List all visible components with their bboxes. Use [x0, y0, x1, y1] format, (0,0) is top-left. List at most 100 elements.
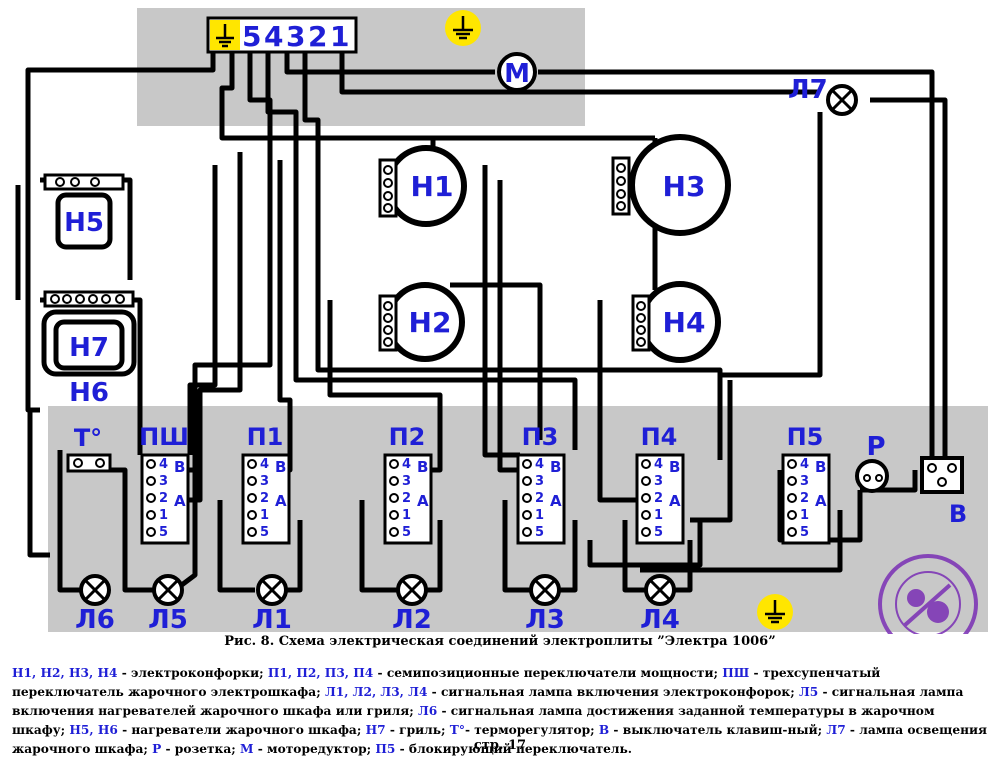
switch-pin-number: 4	[535, 457, 544, 472]
legend-text: - сигнальная лампа достижения заданной т…	[12, 704, 935, 737]
lamp-label: Л4	[640, 605, 680, 634]
switch-contact-b: В	[417, 458, 428, 476]
legend-text: - сигнальная лампа включения нагревателе…	[12, 685, 964, 718]
legend-text: - терморегулятор;	[464, 723, 599, 737]
terminal-pin-1: 1	[330, 20, 349, 53]
switch-pin	[641, 510, 651, 520]
switch-pin-number: 2	[654, 491, 663, 506]
switch-pin-number: 1	[159, 508, 168, 523]
switch-pin	[787, 459, 797, 469]
switch-contact-b: В	[174, 458, 185, 476]
page-number: стр. 17	[473, 738, 527, 753]
switch-b: В	[920, 456, 967, 528]
legend-text: - розетка;	[161, 742, 240, 756]
switch-pin	[787, 476, 797, 486]
switch-pin-number: 1	[800, 508, 809, 523]
switch-b-label: В	[949, 500, 967, 528]
burner-h4-label: Н4	[663, 306, 706, 339]
switch-pin-number: 3	[159, 474, 168, 489]
switch-pin-number: 4	[402, 457, 411, 472]
thermostat-label: Т°	[74, 424, 102, 452]
lamp-label: Л2	[392, 605, 432, 634]
burner-h3-label: Н3	[663, 170, 706, 203]
switch-pin-number: 4	[800, 457, 809, 472]
legend-text: - электроконфорки;	[117, 666, 268, 680]
lamp-label: Л3	[525, 605, 565, 634]
switch-label: П4	[641, 423, 678, 451]
switch-pin-number: 3	[800, 474, 809, 489]
switch-pin-number: 1	[654, 508, 663, 523]
switch-pin	[522, 459, 532, 469]
legend-key: Н1, Н2, Н3, Н4	[12, 666, 118, 680]
terminal-pin-2: 2	[308, 20, 327, 53]
socket-p: Р	[855, 432, 889, 493]
switch-pin	[787, 510, 797, 520]
switch-contact-b: В	[815, 458, 826, 476]
switch-contact-b: В	[275, 458, 286, 476]
lamp-l7-label: Л7	[788, 75, 828, 105]
terminal-pin-3: 3	[286, 20, 305, 53]
motor-icon: M	[497, 52, 537, 92]
lamp-label: Л6	[75, 605, 115, 634]
burner-h1-label: Н1	[411, 170, 454, 203]
switch-contact-a: А	[815, 492, 827, 510]
switch-pin	[247, 476, 257, 486]
legend-key: В	[598, 723, 610, 737]
legend-text: - сигнальная лампа включения электроконф…	[427, 685, 799, 699]
lamp-6: Л4	[640, 574, 680, 634]
switch-pin	[641, 459, 651, 469]
switch-pin	[146, 493, 156, 503]
wiring-diagram: 5 4 3 2 1 M Л7 Н1 Н3	[15, 8, 988, 634]
legend-key: М	[240, 742, 254, 756]
legend-text: - семипозиционные переключатели мощности…	[373, 666, 723, 680]
switch-pin-number: 5	[402, 525, 411, 540]
terminal-block: 5 4 3 2 1	[206, 16, 358, 54]
ground-icon-top	[445, 10, 481, 46]
switch-pin	[522, 527, 532, 537]
heater-h5: Н5	[43, 173, 125, 250]
switch-pin	[389, 493, 399, 503]
burner-h3: Н3	[611, 134, 731, 236]
switch-pin-number: 4	[654, 457, 663, 472]
switch-pin	[641, 493, 651, 503]
switch-contact-a: А	[174, 492, 186, 510]
switch-contact-a: А	[275, 492, 287, 510]
figure-caption: Рис. 8. Схема электрическая соединений э…	[224, 634, 776, 649]
switch-pin-number: 5	[654, 525, 663, 540]
motor-label: M	[504, 59, 530, 89]
legend-text: - трехсупенчатый переключатель жарочного…	[12, 666, 881, 699]
switch-pin-number: 3	[260, 474, 269, 489]
switches-group: ПШ43215ВАП143215ВАП243215ВАП343215ВАП443…	[139, 423, 831, 545]
legend-text: - лампа освещения жарочного шкафа;	[12, 723, 988, 756]
legend-key: Р	[152, 742, 162, 756]
switch-pin	[389, 476, 399, 486]
switch-pin	[247, 493, 257, 503]
lamp-label: Л5	[148, 605, 188, 634]
switch-pin	[522, 510, 532, 520]
switch-pin-number: 3	[402, 474, 411, 489]
switch-contact-a: А	[417, 492, 429, 510]
grill-h7-label: Н7	[69, 333, 109, 363]
switch-pin-number: 4	[260, 457, 269, 472]
switch-pin	[522, 476, 532, 486]
thermostat: Т°	[66, 424, 112, 473]
switch-label: П3	[522, 423, 559, 451]
switch-pin	[389, 459, 399, 469]
switch-pin	[787, 527, 797, 537]
legend-key: Н7	[365, 723, 386, 737]
socket-label: Р	[866, 432, 885, 462]
legend-key: Л1, Л2, Л3, Л4	[324, 685, 428, 699]
switch-pin-number: 5	[800, 525, 809, 540]
wires	[15, 52, 948, 593]
switch-pin-number: 5	[260, 525, 269, 540]
switch-contact-b: В	[669, 458, 680, 476]
switch-contact-a: А	[550, 492, 562, 510]
legend-text: - гриль;	[385, 723, 450, 737]
switch-pin	[146, 459, 156, 469]
legend-text: - моторедуктор;	[253, 742, 376, 756]
